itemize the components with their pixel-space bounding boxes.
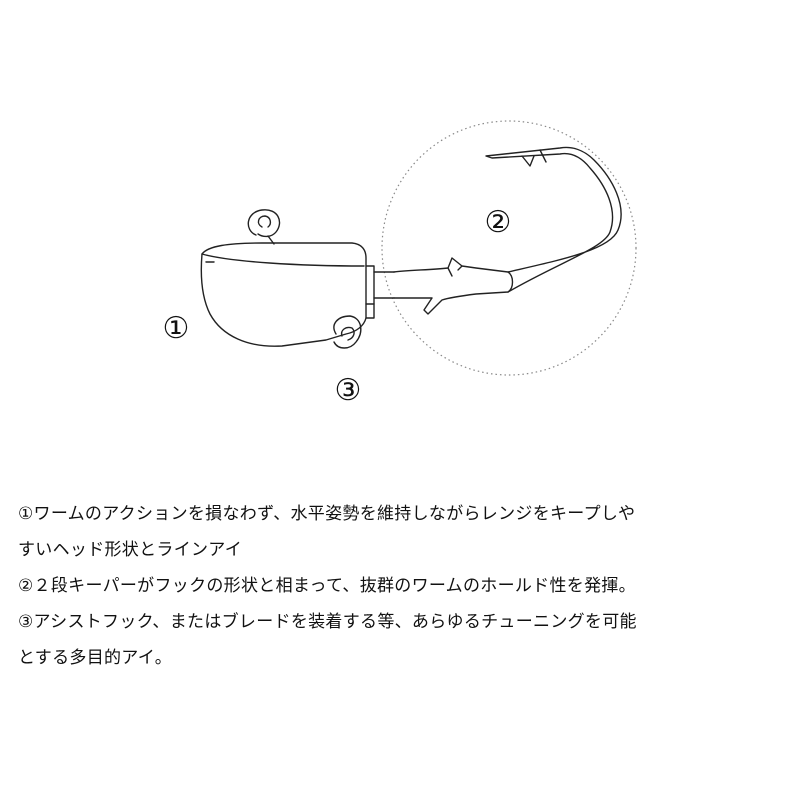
description-line: ③アシストフック、またはブレードを装着する等、あらゆるチューニングを可能 [18,612,637,632]
hook-keeper-shape [393,257,514,315]
description-line: ②２段キーパーがフックの形状と相まって、抜群のワームのホールド性を発揮。 [18,576,636,596]
keeper-detail-circle [381,120,637,376]
assist-eye-icon [333,315,362,349]
callout-two-label: ② [485,205,512,240]
jig-head-diagram: ① ② ③ [163,120,637,408]
description-line: ①ワームのアクションを損なわず、水平姿勢を維持しながらレンジをキープしや [18,504,636,524]
hook-shape [485,146,622,293]
callout-one-label: ① [163,311,190,346]
jig-head-outline [200,146,622,349]
head-body-shape [200,242,367,347]
line-eye-icon [247,209,281,245]
feature-description-list: ①ワームのアクションを損なわず、水平姿勢を維持しながらレンジをキープしや すいヘ… [18,496,788,676]
description-line: すいヘッド形状とラインアイ [18,540,243,560]
callout-three-label: ③ [335,373,362,408]
description-line: とする多目的アイ。 [18,648,172,668]
